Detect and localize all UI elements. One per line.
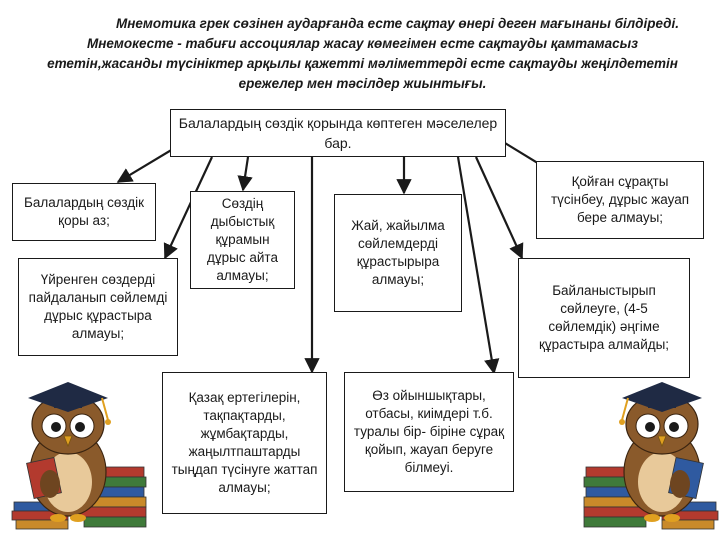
- box-sound-structure: Сөздің дыбыстық құрамын дұрыс айта алмау…: [190, 191, 295, 289]
- box-question: Қойған сұрақты түсінбеу, дұрыс жауап бер…: [536, 161, 704, 239]
- box-connected-speech: Байланыстырып сөйлеуге, (4-5 сөйлемдік) …: [518, 258, 690, 378]
- box-learned-words: Үйренген сөздерді пайдаланып сөйлемді дұ…: [18, 258, 178, 356]
- arrow-to-thoughts: [456, 156, 500, 375]
- box-simple-sentences: Жай, жайылма сөйлемдерді құрастырыра алм…: [334, 194, 462, 312]
- box-question-text: Қойған сұрақты түсінбеу, дұрыс жауап бер…: [550, 174, 690, 225]
- box-vocabulary-text: Балалардың сөздік қоры аз;: [23, 195, 145, 228]
- owl-right-icon: [583, 382, 719, 530]
- box-sound-structure-text: Сөздің дыбыстық құрамын дұрыс айта алмау…: [207, 196, 278, 283]
- box-simple-sentences-text: Жай, жайылма сөйлемдерді құрастырыра алм…: [351, 218, 445, 287]
- box-tales-text: Қазақ ертегілерін, тақпақтарды, жұмбақта…: [171, 390, 318, 495]
- arrow-to-sound: [237, 156, 253, 192]
- owl-left-icon: [11, 382, 147, 530]
- box-learned-words-text: Үйренген сөздерді пайдаланып сөйлемді дұ…: [28, 272, 168, 341]
- intro-paragraph: Мнемотика грек сөзінен аударғанда есте с…: [30, 14, 695, 94]
- box-own-toys-text: Өз ойыншықтары, отбасы, киімдері т.б. ту…: [353, 388, 505, 475]
- arrow-to-learned: [163, 156, 213, 260]
- root-box-text: Балалардың сөздік қорында көптеген мәсел…: [178, 115, 498, 151]
- arrow-to-connected: [474, 156, 524, 260]
- box-own-toys: Өз ойыншықтары, отбасы, киімдері т.б. ту…: [344, 372, 514, 492]
- box-tales: Қазақ ертегілерін, тақпақтарды, жұмбақта…: [162, 372, 327, 514]
- box-connected-speech-text: Байланыстырып сөйлеуге, (4-5 сөйлемдік) …: [538, 283, 670, 352]
- intro-text: Мнемотика грек сөзінен аударғанда есте с…: [47, 16, 680, 91]
- root-box: Балалардың сөздік қорында көптеген мәсел…: [170, 109, 506, 157]
- box-vocabulary: Балалардың сөздік қоры аз;: [12, 183, 156, 241]
